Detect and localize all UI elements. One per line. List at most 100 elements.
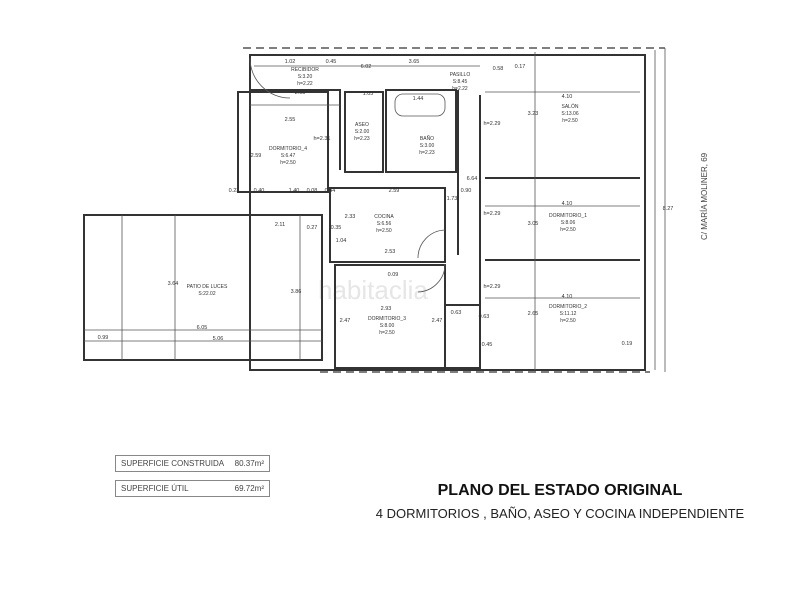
svg-text:1.40: 1.40 [289, 188, 300, 194]
svg-text:S:22.02: S:22.02 [198, 291, 215, 297]
svg-text:0.23: 0.23 [229, 188, 240, 194]
room-dormitorio-4: DORMITORIO_4S:6.47h=2.50 [269, 146, 307, 166]
svg-text:0.44: 0.44 [325, 188, 336, 194]
svg-text:S:8.00: S:8.00 [380, 323, 395, 329]
svg-text:2.11: 2.11 [275, 222, 285, 228]
walls [83, 52, 646, 371]
svg-text:S:8.45: S:8.45 [453, 79, 468, 85]
svg-text:2.53: 2.53 [385, 249, 396, 255]
svg-text:2.93: 2.93 [381, 306, 392, 312]
plan-title: PLANO DEL ESTADO ORIGINAL [437, 482, 683, 499]
svg-text:RECIBIDOR: RECIBIDOR [291, 67, 319, 73]
svg-text:h=2.50: h=2.50 [560, 227, 576, 233]
svg-text:2.65: 2.65 [528, 311, 539, 317]
svg-text:h=2.29: h=2.29 [484, 121, 501, 127]
svg-text:h=2.23: h=2.23 [354, 136, 370, 142]
room-dormitorio-2: DORMITORIO_2S:11.12h=2.50 [549, 304, 587, 324]
dimension-labels: 1.02 0.45 6.02 3.65 0.58 0.17 2.05 1.05 … [98, 59, 674, 348]
svg-text:0.08: 0.08 [307, 188, 318, 194]
svg-text:8.27: 8.27 [663, 206, 674, 212]
svg-text:DORMITORIO_3: DORMITORIO_3 [368, 316, 406, 322]
svg-text:ASEO: ASEO [355, 122, 369, 128]
svg-text:0.27: 0.27 [307, 225, 318, 231]
svg-text:4.10: 4.10 [562, 294, 573, 300]
svg-text:2.59: 2.59 [389, 188, 400, 194]
svg-text:0.63: 0.63 [451, 310, 462, 316]
svg-text:S:6.47: S:6.47 [281, 153, 296, 159]
area-util-label: SUPERFICIE ÚTIL [121, 484, 189, 493]
svg-text:1.73: 1.73 [447, 196, 458, 202]
svg-text:0.19: 0.19 [622, 341, 633, 347]
svg-text:0.17: 0.17 [515, 64, 526, 70]
svg-text:h=2.22: h=2.22 [297, 81, 313, 87]
svg-text:0.35: 0.35 [331, 225, 342, 231]
svg-text:DORMITORIO_1: DORMITORIO_1 [549, 213, 587, 219]
svg-text:S:6.56: S:6.56 [377, 221, 392, 227]
svg-text:2.55: 2.55 [285, 117, 296, 123]
svg-text:1.44: 1.44 [413, 96, 424, 102]
svg-text:h=2.22: h=2.22 [452, 86, 468, 92]
svg-text:6.64: 6.64 [467, 176, 478, 182]
svg-text:h=2.50: h=2.50 [280, 160, 296, 166]
svg-text:3.64: 3.64 [168, 281, 179, 287]
svg-text:0.63: 0.63 [479, 314, 490, 320]
svg-text:S:13.06: S:13.06 [561, 111, 578, 117]
svg-text:2.05: 2.05 [295, 90, 306, 96]
svg-text:h=2.29: h=2.29 [484, 284, 501, 290]
svg-text:S:8.06: S:8.06 [561, 220, 576, 226]
svg-text:0.99: 0.99 [98, 335, 109, 341]
svg-text:2.33: 2.33 [345, 214, 356, 220]
svg-text:h=2.50: h=2.50 [560, 318, 576, 324]
svg-text:h=2.50: h=2.50 [379, 330, 395, 336]
area-util: SUPERFICIE ÚTIL 69.72m² [115, 480, 270, 497]
svg-text:PATIO DE LUCES: PATIO DE LUCES [187, 284, 228, 290]
room-dormitorio-3: DORMITORIO_3S:8.00h=2.50 [368, 316, 406, 336]
svg-text:3.23: 3.23 [528, 111, 539, 117]
svg-text:1.04: 1.04 [336, 238, 347, 244]
room-dormitorio-1: DORMITORIO_1S:8.06h=2.50 [549, 213, 587, 233]
svg-text:4.10: 4.10 [562, 94, 573, 100]
area-construida-value: 80.37m² [234, 459, 264, 468]
svg-text:SALÓN: SALÓN [562, 103, 579, 110]
svg-text:2.59: 2.59 [251, 153, 262, 159]
svg-text:0.09: 0.09 [388, 272, 399, 278]
street-label: C/ MARÍA MOLINER, 69 [700, 152, 709, 240]
svg-text:0.58: 0.58 [493, 66, 504, 72]
svg-text:0.90: 0.90 [461, 188, 472, 194]
svg-text:3.05: 3.05 [528, 221, 539, 227]
svg-text:h=2.29: h=2.29 [484, 211, 501, 217]
svg-text:2.47: 2.47 [340, 318, 351, 324]
svg-text:0.45: 0.45 [482, 342, 493, 348]
svg-text:2.47: 2.47 [432, 318, 443, 324]
svg-text:4.10: 4.10 [562, 201, 573, 207]
area-util-value: 69.72m² [234, 484, 264, 493]
svg-text:5.06: 5.06 [213, 336, 224, 342]
svg-text:DORMITORIO_2: DORMITORIO_2 [549, 304, 587, 310]
svg-text:3.65: 3.65 [409, 59, 420, 65]
svg-text:3.86: 3.86 [291, 289, 302, 295]
svg-text:6.05: 6.05 [197, 325, 208, 331]
area-construida-label: SUPERFICIE CONSTRUIDA [121, 459, 225, 468]
svg-text:6.02: 6.02 [361, 64, 372, 70]
svg-text:h=2.31: h=2.31 [314, 136, 331, 142]
svg-text:BAÑO: BAÑO [420, 135, 434, 142]
svg-text:h=2.23: h=2.23 [419, 150, 435, 156]
svg-text:h=2.50: h=2.50 [562, 118, 578, 124]
svg-text:1.02: 1.02 [285, 59, 296, 65]
svg-text:S:11.12: S:11.12 [560, 311, 577, 317]
svg-text:0.40: 0.40 [254, 188, 265, 194]
svg-text:S:3.20: S:3.20 [298, 74, 313, 80]
svg-text:1.05: 1.05 [363, 91, 374, 97]
svg-text:PASILLO: PASILLO [450, 72, 471, 78]
svg-text:S:3.00: S:3.00 [420, 143, 435, 149]
svg-text:h=2.50: h=2.50 [376, 228, 392, 234]
svg-text:COCINA: COCINA [374, 214, 394, 220]
plan-subtitle: 4 DORMITORIOS , BAÑO, ASEO Y COCINA INDE… [375, 506, 745, 521]
